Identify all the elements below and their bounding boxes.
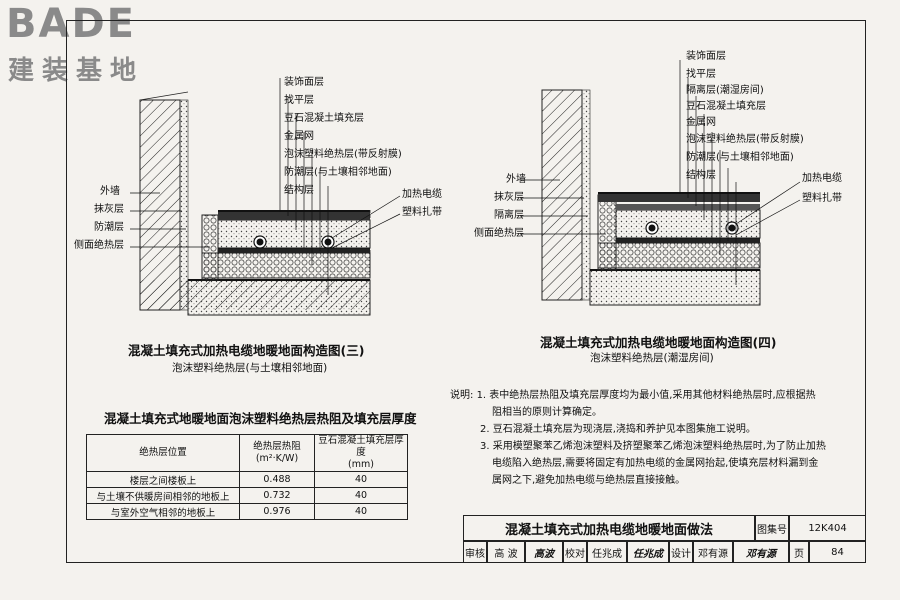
diagram-4-subtitle: 泡沫塑料绝热层(潮湿房间) (590, 352, 714, 364)
brand-logo-cn: 建装基地 (8, 56, 145, 86)
table-row: 楼层之间楼板上 0.488 40 (86, 471, 408, 488)
check-label: 校对 (563, 541, 587, 563)
d3-label-moisture: 防潮层(与土壤相邻地面) (284, 167, 392, 178)
d4-label-structure: 结构层 (686, 170, 716, 181)
design-signature: 邓有源 (733, 541, 789, 563)
d4-label-isolation-left: 隔离层 (494, 210, 524, 221)
d3-label-plaster: 抹灰层 (94, 204, 124, 215)
notes-block: 说明: 1. 表中绝热层热阻及填充层厚度均为最小值,采用其他材料绝热层时,应根据… (450, 387, 860, 489)
d4-label-cable: 加热电缆 (802, 173, 842, 184)
table-header-row: 绝热层位置 绝热层热阻 (m²·K/W) 豆石混凝土填充层厚度 (mm) (86, 434, 408, 472)
check-signature: 任兆成 (627, 541, 669, 563)
page-number: 84 (809, 541, 866, 563)
col-header-resistance: 绝热层热阻 (m²·K/W) (239, 434, 315, 472)
note-1-line-1: 1. 表中绝热层热阻及填充层厚度均为最小值,采用其他材料绝热层时,应根据热 (476, 390, 816, 401)
d4-label-moisture: 防潮层(与土壤相邻地面) (686, 152, 794, 163)
diagram-4-title: 混凝土填充式加热电缆地暖地面构造图(四) (540, 335, 777, 350)
note-2: 2. 豆石混凝土填充层为现浇层,浇捣和养护见本图集施工说明。 (480, 424, 756, 435)
d3-label-cable: 加热电缆 (402, 189, 442, 200)
diagram-3-drawing (130, 78, 401, 316)
atlas-number: 12K404 (789, 515, 866, 541)
d3-label-moisture-left: 防潮层 (94, 222, 124, 233)
note-1-line-2: 阻相当的原则计算确定。 (492, 407, 602, 418)
d4-label-outer-wall: 外墙 (506, 174, 526, 185)
d3-label-outer-wall: 外墙 (100, 186, 120, 197)
drawing-title: 混凝土填充式加热电缆地暖地面做法 (463, 515, 755, 541)
d4-label-filler: 豆石混凝土填充层 (686, 101, 766, 112)
d4-label-mesh: 金属网 (686, 117, 716, 128)
table-row: 与室外空气相邻的地板上 0.976 40 (86, 503, 408, 520)
d3-label-tie: 塑料扎带 (402, 207, 442, 218)
cell-thickness: 40 (314, 487, 408, 504)
col-header-thickness: 豆石混凝土填充层厚度 (mm) (314, 434, 408, 472)
resistance-table: 绝热层位置 绝热层热阻 (m²·K/W) 豆石混凝土填充层厚度 (mm) 楼层之… (86, 434, 408, 520)
review-signature: 高波 (525, 541, 563, 563)
d3-label-filler: 豆石混凝土填充层 (284, 113, 364, 124)
d4-label-isolation: 隔离层(潮湿房间) (686, 85, 764, 96)
d3-label-finish: 装饰面层 (284, 77, 324, 88)
d4-label-leveling: 找平层 (686, 69, 716, 80)
col-header-resistance-unit: (m²·K/W) (255, 453, 299, 464)
col-header-thickness-unit: (mm) (348, 459, 374, 470)
review-label: 审核 (463, 541, 487, 563)
col-header-thickness-line1: 豆石混凝土填充层厚度 (318, 435, 404, 458)
d4-label-insulation: 泡沫塑料绝热层(带反射膜) (686, 134, 804, 145)
note-3-line-2: 电缆陷入绝热层,需要将固定有加热电缆的金属网抬起,使填充层材料漏到金 (492, 458, 819, 469)
review-name: 高 波 (487, 541, 525, 563)
design-label: 设计 (669, 541, 693, 563)
d4-label-side-insulation: 侧面绝热层 (474, 228, 524, 239)
diagram-3-title: 混凝土填充式加热电缆地暖地面构造图(三) (128, 343, 365, 358)
cell-thickness: 40 (314, 503, 408, 520)
cell-resistance: 0.976 (239, 503, 315, 520)
table-row: 与土壤不供暖房间相邻的地板上 0.732 40 (86, 487, 408, 504)
cell-position: 楼层之间楼板上 (86, 471, 240, 488)
table-title: 混凝土填充式地暖地面泡沫塑料绝热层热阻及填充层厚度 (104, 411, 417, 426)
diagram-4-drawing (520, 60, 801, 306)
title-block: 混凝土填充式加热电缆地暖地面做法 图集号 12K404 审核 高 波 高波 校对… (463, 515, 866, 563)
notes-prefix: 说明: (450, 390, 474, 401)
check-name: 任兆成 (587, 541, 627, 563)
diagram-3-subtitle: 泡沫塑料绝热层(与土壤相邻地面) (172, 362, 328, 374)
cell-resistance: 0.732 (239, 487, 315, 504)
d3-label-leveling: 找平层 (284, 95, 314, 106)
cell-position: 与室外空气相邻的地板上 (86, 503, 240, 520)
d4-label-tie: 塑料扎带 (802, 193, 842, 204)
note-3-line-1: 3. 采用模塑聚苯乙烯泡沫塑料及挤塑聚苯乙烯泡沫塑料绝热层时,为了防止加热 (480, 441, 826, 452)
atlas-label: 图集号 (755, 515, 789, 541)
col-header-resistance-line1: 绝热层热阻 (253, 441, 301, 452)
col-header-position: 绝热层位置 (86, 434, 240, 472)
page-label: 页 (789, 541, 809, 563)
design-name: 邓有源 (693, 541, 733, 563)
cell-resistance: 0.488 (239, 471, 315, 488)
d3-label-insulation: 泡沫塑料绝热层(带反射膜) (284, 149, 402, 160)
cell-thickness: 40 (314, 471, 408, 488)
d4-label-finish: 装饰面层 (686, 51, 726, 62)
note-1: 说明: 1. 表中绝热层热阻及填充层厚度均为最小值,采用其他材料绝热层时,应根据… (450, 387, 860, 404)
d3-label-mesh: 金属网 (284, 131, 314, 142)
note-3-line-3: 属网之下,避免加热电缆与绝热层直接接触。 (492, 475, 686, 486)
cell-position: 与土壤不供暖房间相邻的地板上 (86, 487, 240, 504)
d3-label-structure: 结构层 (284, 185, 314, 196)
brand-logo: BADE (6, 1, 136, 47)
d3-label-side-insulation: 侧面绝热层 (74, 240, 124, 251)
d4-label-plaster: 抹灰层 (494, 192, 524, 203)
